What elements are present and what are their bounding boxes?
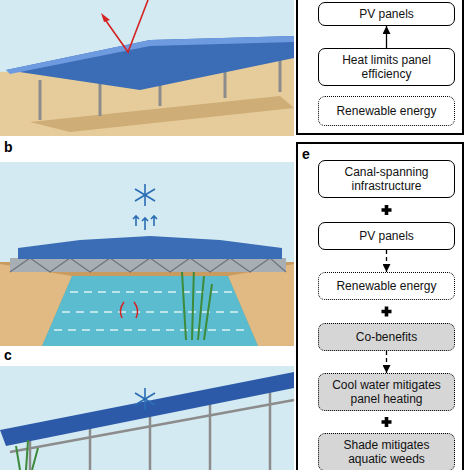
- canal-pv-illustration: [10, 258, 286, 272]
- canopy-pv-illustration: [89, 424, 92, 470]
- box-label: Renewable energy: [336, 104, 436, 118]
- canal-pv-illustration: [10, 258, 286, 272]
- panel-frame: [297, 143, 463, 470]
- canopy-pv-illustration: [26, 440, 28, 470]
- panel-frame: [297, 0, 463, 134]
- canal-pv-illustration: [0, 162, 294, 346]
- canal-pv-illustration: [135, 189, 155, 201]
- canal-pv-illustration: [54, 292, 248, 330]
- canal-pv-illustration: [54, 329, 248, 331]
- canopy-pv-illustration: [135, 393, 155, 405]
- box-label: Shade mitigates aquatic weeds: [325, 438, 448, 466]
- panel-letter: c: [4, 347, 12, 363]
- plus-symbol: [382, 307, 392, 317]
- canal-pv-illustration: [0, 262, 294, 346]
- canopy-pv-illustration: [0, 366, 294, 470]
- canal-pv-illustration: [0, 162, 294, 346]
- box-label: Co-benefits: [356, 330, 417, 344]
- canal-pv-illustration: [182, 266, 212, 340]
- flow-arrow: [386, 26, 387, 48]
- canal-pv-illustration: [142, 218, 148, 230]
- desert-pv-illustration: [39, 80, 42, 120]
- process-box: PV panels: [318, 222, 455, 250]
- box-label: Canal-spanning infrastructure: [325, 165, 448, 193]
- benefit-box: Shade mitigates aquatic weeds: [318, 433, 455, 470]
- desert-pv-illustration: [6, 36, 294, 90]
- canal-pv-illustration: [182, 272, 186, 340]
- canopy-pv-illustration: [135, 388, 155, 410]
- desert-pv-illustration: [6, 36, 294, 74]
- canal-pv-illustration: [62, 311, 240, 313]
- box-label: Heat limits panel efficiency: [325, 53, 448, 81]
- desert-pv-illustration: [279, 57, 282, 92]
- desert-pv-illustration: [104, 0, 148, 52]
- canal-pv-illustration: [42, 276, 258, 346]
- canopy-pv-illustration: [32, 448, 38, 470]
- canal-pv-illustration: [151, 216, 157, 226]
- canal-pv-illustration: [133, 184, 157, 230]
- canal-pv-illustration: [135, 189, 155, 201]
- canopy-pv-illustration: [149, 412, 152, 470]
- process-box: Renewable energy: [318, 96, 455, 126]
- canal-pv-illustration: [198, 276, 204, 340]
- canal-pv-illustration: [192, 266, 194, 340]
- canopy-pv-illustration: [209, 400, 212, 470]
- canal-pv-illustration: [18, 236, 282, 259]
- plus-symbol: [382, 205, 392, 215]
- flow-arrow: [386, 351, 387, 373]
- canopy-pv-illustration: [135, 393, 155, 405]
- box-label: Renewable energy: [336, 279, 436, 293]
- panel-letter: e: [302, 146, 310, 162]
- benefit-box: Co-benefits: [318, 323, 455, 351]
- canopy-pv-illustration: [269, 388, 272, 470]
- flow-arrow: [386, 250, 387, 272]
- process-box: Heat limits panel efficiency: [318, 48, 455, 86]
- canopy-pv-illustration: [0, 366, 294, 470]
- desert-pv-illustration: [30, 96, 294, 132]
- canopy-pv-illustration: [0, 372, 294, 446]
- desert-pv-illustration: [0, 0, 294, 136]
- canopy-pv-illustration: [16, 446, 20, 470]
- canopy-pv-illustration: [16, 440, 38, 470]
- canal-pv-illustration: [204, 284, 212, 340]
- panel-letter: b: [4, 139, 13, 155]
- process-box: Canal-spanning infrastructure: [318, 160, 455, 198]
- desert-pv-illustration: [0, 0, 294, 136]
- canal-pv-illustration: [133, 216, 139, 226]
- box-label: PV panels: [359, 229, 414, 243]
- process-box: PV panels: [318, 2, 455, 26]
- process-box: Renewable energy: [318, 272, 455, 300]
- canal-pv-illustration: [120, 302, 137, 318]
- box-label: PV panels: [359, 7, 414, 21]
- canal-pv-illustration: [134, 302, 138, 318]
- benefit-box: Cool water mitigates panel heating: [318, 373, 455, 411]
- canal-pv-illustration: [70, 291, 232, 293]
- box-label: Cool water mitigates panel heating: [325, 378, 448, 406]
- plus-symbol: [382, 417, 392, 427]
- desert-pv-illustration: [101, 13, 110, 22]
- canal-pv-illustration: [120, 302, 124, 318]
